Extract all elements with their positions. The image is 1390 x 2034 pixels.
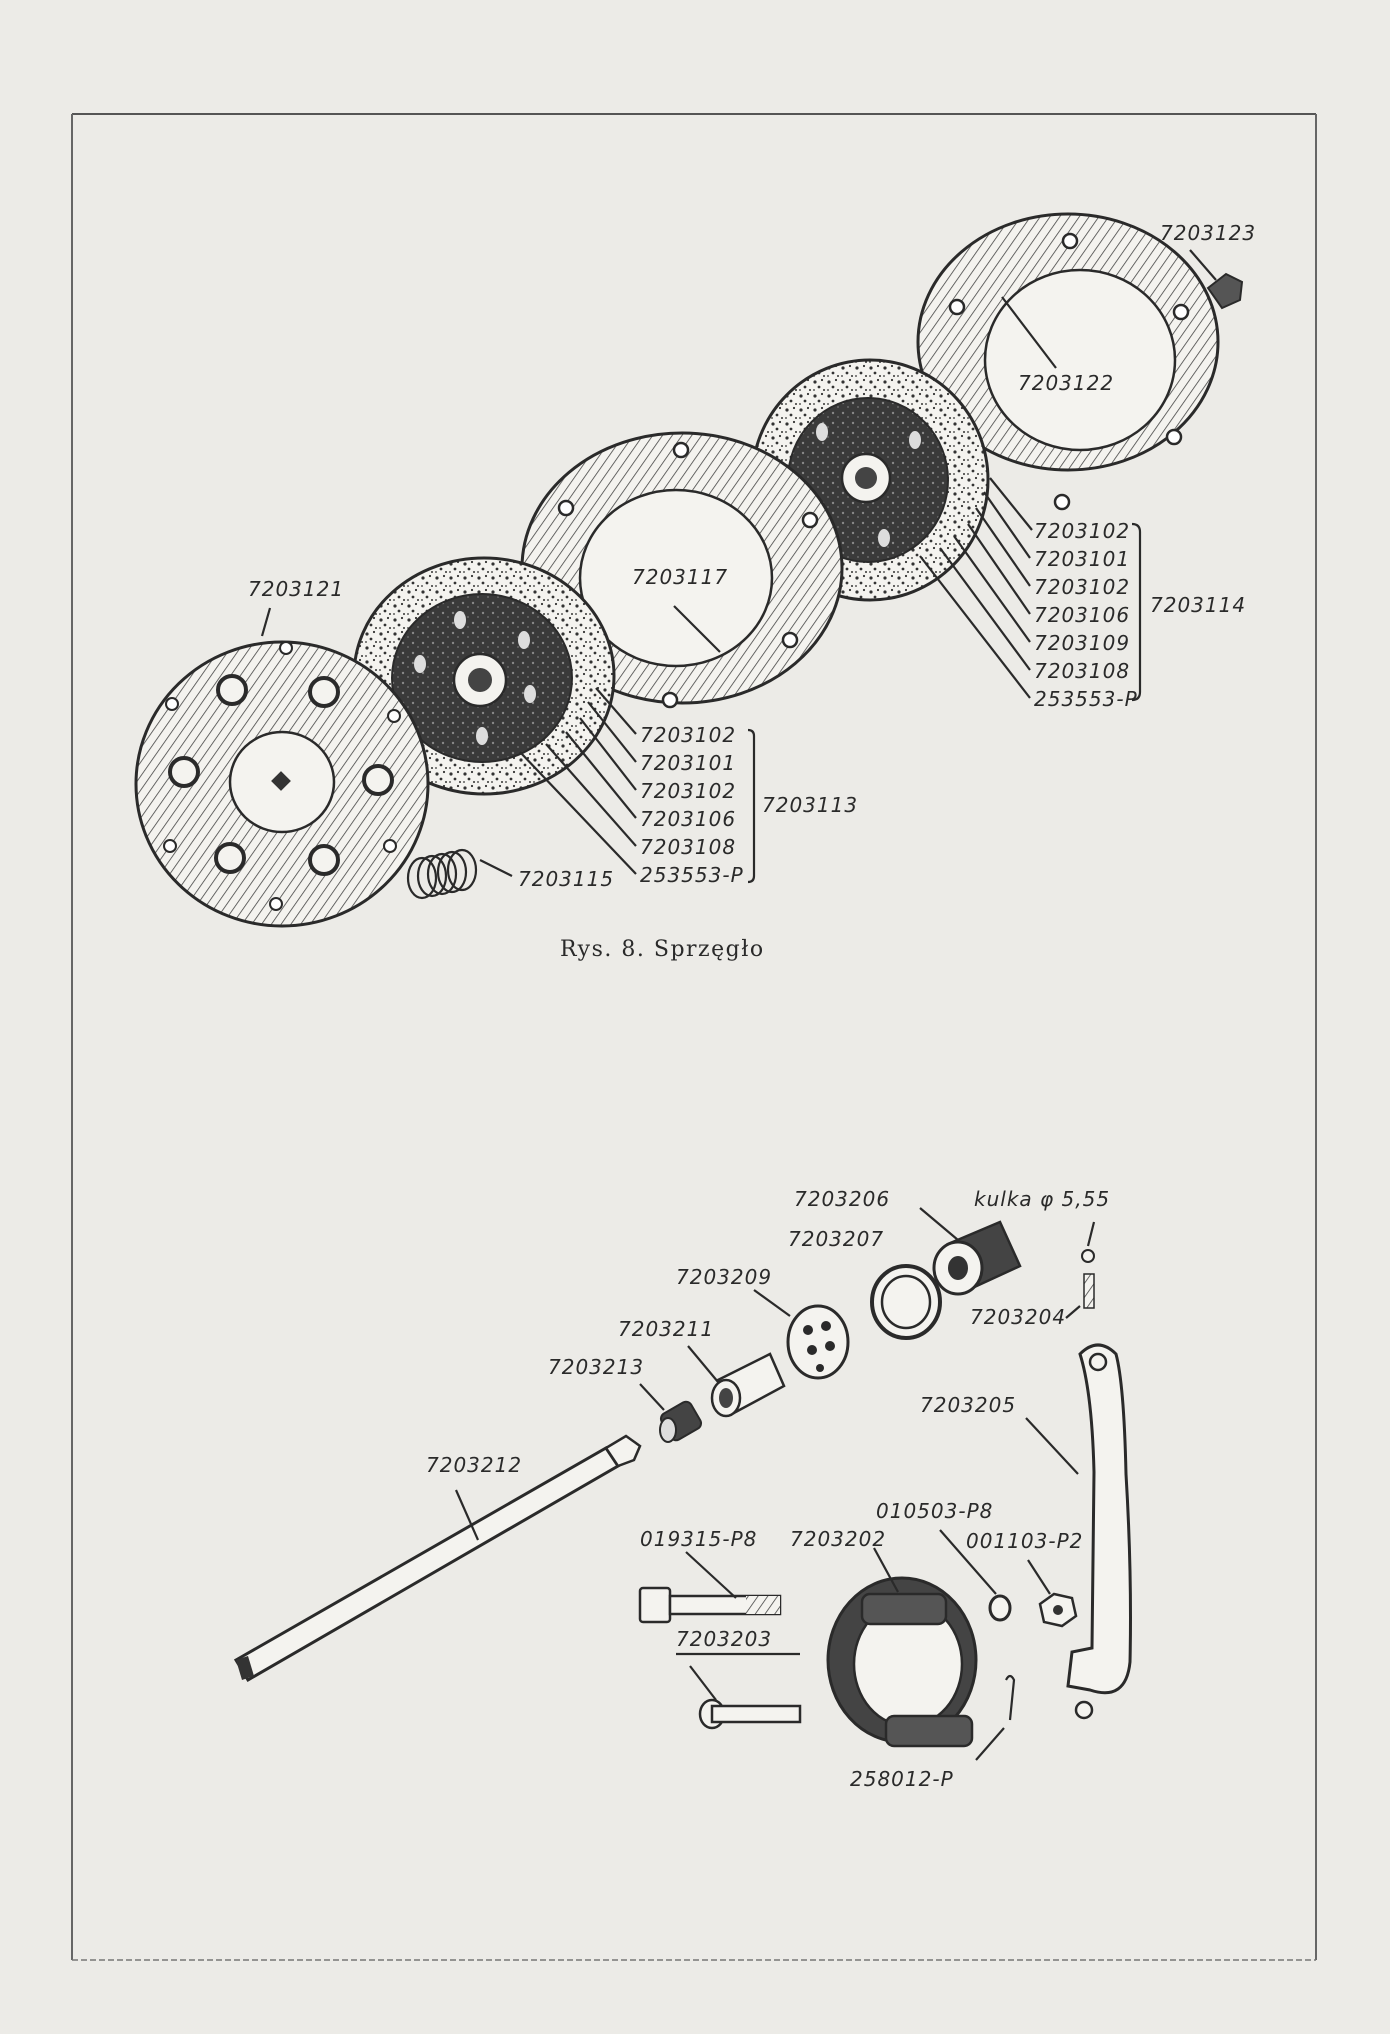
cotter-pin-258012 [975,1674,1016,1761]
label-7203117: 7203117 [632,565,728,589]
housing-7203206 [919,1207,1022,1296]
pressure-plate-ring [916,212,1220,511]
upper-part-2: 7203101 [1034,547,1130,571]
lower-part-3: 7203102 [640,779,736,803]
label-7203123: 7203123 [1160,221,1256,245]
upper-part-3: 7203102 [1034,575,1130,599]
label-7203207: 7203207 [788,1227,884,1251]
page-frame [71,113,1317,1961]
ring-7203207 [870,1264,942,1340]
label-258012: 258012-P [850,1767,954,1791]
label-7203209: 7203209 [676,1265,772,1289]
leader-lines-upper-group [919,477,1142,702]
label-7203114: 7203114 [1150,593,1246,617]
upper-part-4: 7203106 [1034,603,1130,627]
label-7203121: 7203121 [248,577,344,601]
spring-7203115 [406,848,513,900]
label-7203122: 7203122 [1018,371,1114,395]
lower-part-4: 7203106 [640,807,736,831]
lower-part-2: 7203101 [640,751,736,775]
lower-part-1: 7203102 [640,723,736,747]
upper-group-part-list: 7203102 7203101 7203102 7203106 7203109 … [1034,519,1138,711]
label-7203205: 7203205 [920,1393,1016,1417]
label-7203203: 7203203 [676,1627,772,1651]
label-7203113: 7203113 [762,793,858,817]
plate-7203209 [753,1289,850,1380]
flywheel [134,607,430,928]
release-lever [1025,1343,1132,1720]
label-7203213: 7203213 [548,1355,644,1379]
upper-part-1: 7203102 [1034,519,1130,543]
pin-7203203 [676,1652,802,1730]
label-kulka: kulka φ 5,55 [974,1187,1110,1211]
bushing-7203213 [639,1383,703,1443]
label-7203115: 7203115 [518,867,614,891]
label-7203206: 7203206 [794,1187,890,1211]
lower-part-6: 253553-P [640,863,744,887]
release-shaft [233,1434,642,1683]
label-001103: 001103-P2 [966,1529,1083,1553]
ball-and-spring [1065,1221,1096,1319]
label-019315: 019315-P8 [640,1527,757,1551]
upper-part-5: 7203109 [1034,631,1130,655]
bolt-019315 [638,1551,782,1624]
washer-010503 [939,1529,1012,1622]
label-7203212: 7203212 [426,1453,522,1477]
figure-9-release-mechanism-diagram: 7203206 kulka φ 5,55 7203207 7203209 720… [233,1187,1132,1791]
sleeve-7203211 [687,1345,786,1418]
upper-part-6: 7203108 [1034,659,1130,683]
bolt-7203123 [1189,249,1244,310]
label-7203204: 7203204 [970,1305,1066,1329]
lower-part-5: 7203108 [640,835,736,859]
lower-group-part-list: 7203102 7203101 7203102 7203106 7203108 … [640,723,744,887]
figure-8-clutch-diagram: 7203123 7203122 7203117 7203121 7203115 … [134,212,1256,962]
clamp-7203202 [826,1547,978,1748]
leader-lines-lower-group [519,687,756,884]
label-010503: 010503-P8 [876,1499,993,1523]
upper-part-7: 253553-P [1034,687,1138,711]
label-7203202: 7203202 [790,1527,886,1551]
nut-001103 [1027,1559,1078,1628]
label-7203211: 7203211 [618,1317,714,1341]
figure-8-caption: Rys. 8. Sprzęgło [560,937,765,962]
